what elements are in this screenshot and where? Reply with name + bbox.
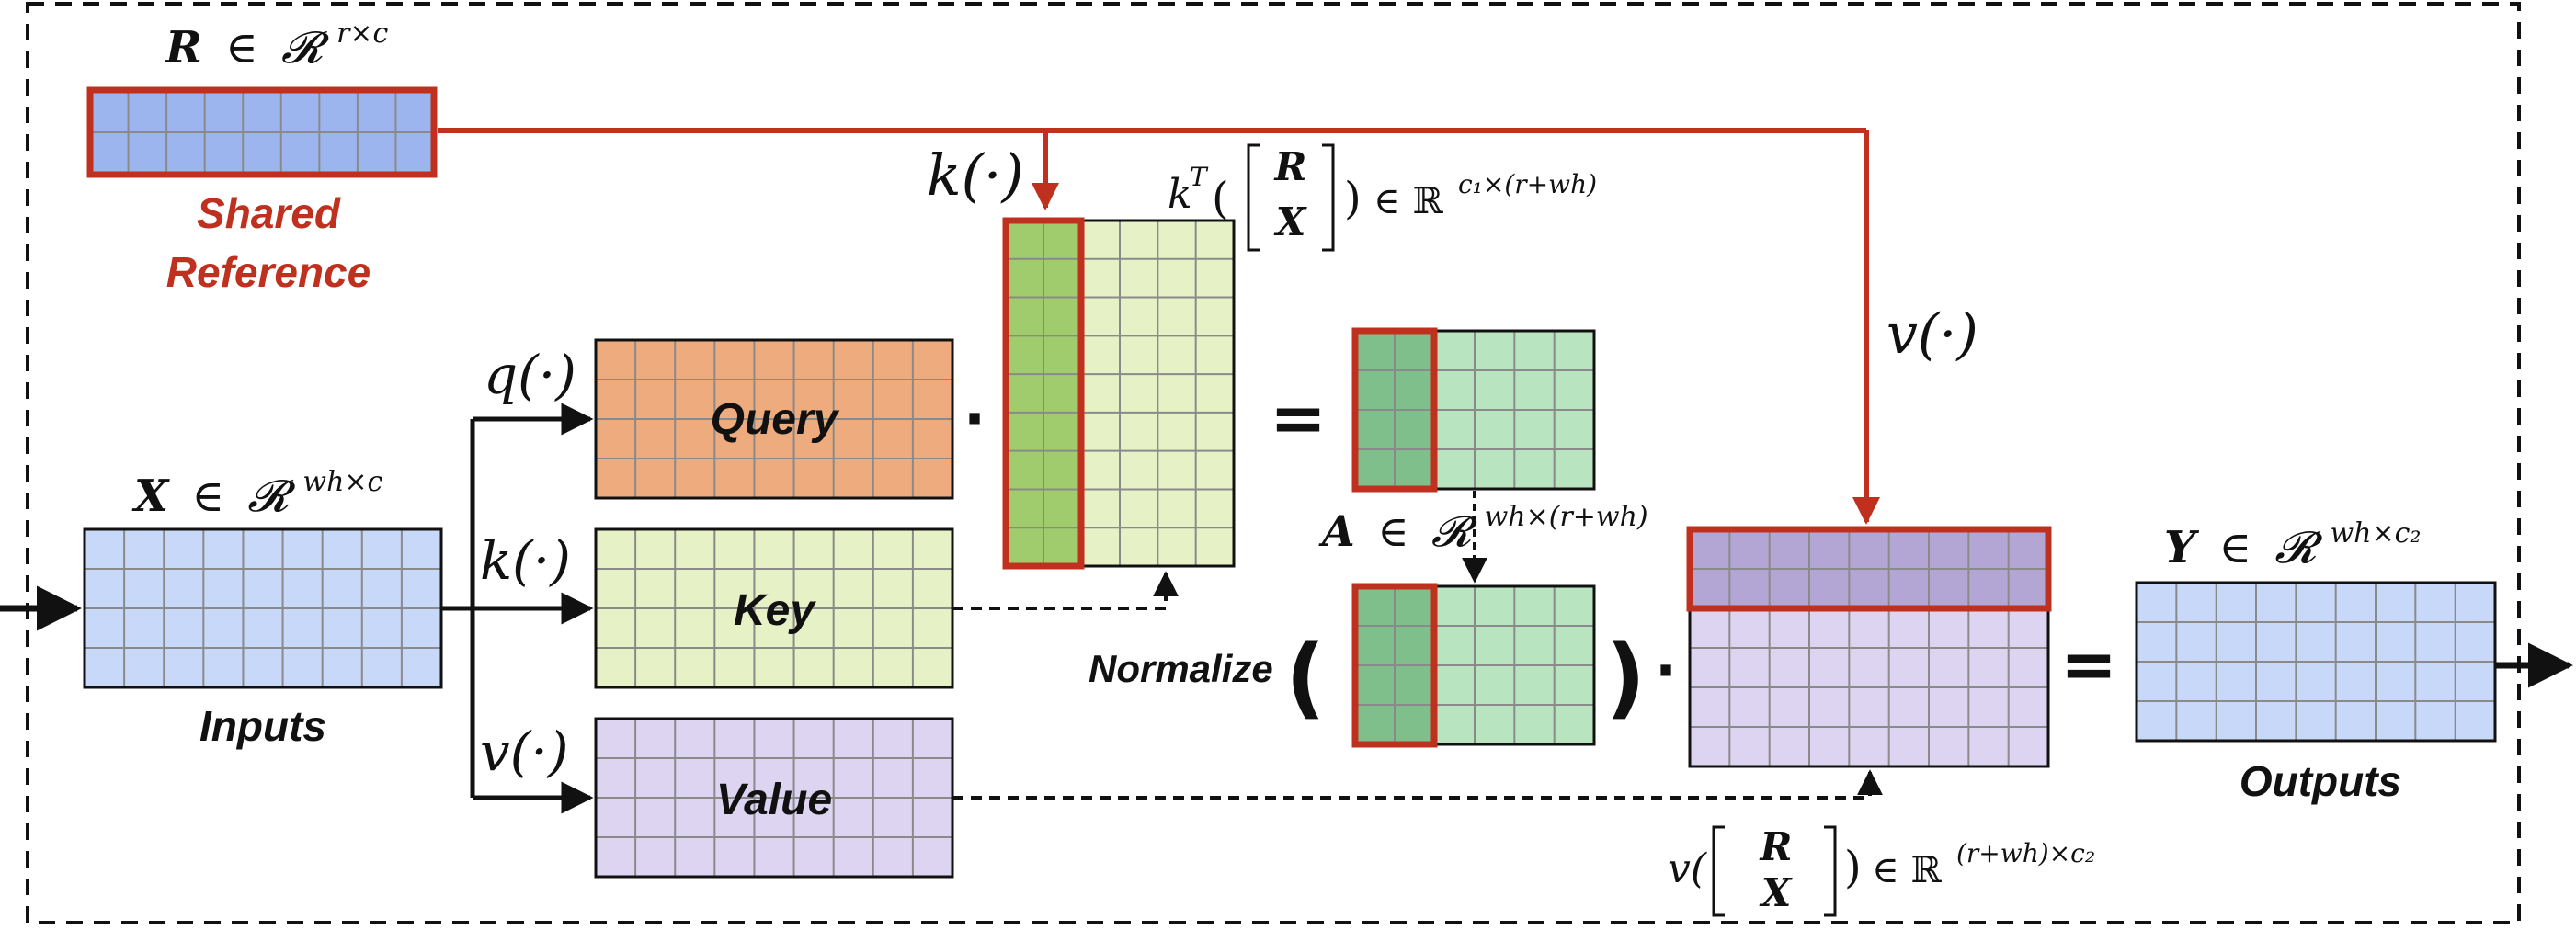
v-function-label: v(·) (480, 720, 568, 783)
svg-text:k: k (1168, 171, 1192, 218)
key-transpose-formula: k T ( R X ) ∈ ℝ c₁×(r+wh) (1168, 143, 1597, 252)
value-label: Value (716, 776, 832, 824)
attention-reference-highlight (1351, 327, 1438, 493)
svg-text:c₁×(r+wh): c₁×(r+wh) (1458, 169, 1597, 199)
svg-text:(: ( (1212, 173, 1229, 224)
svg-text:R: R (1274, 144, 1307, 189)
value-bracket-formula: v( R X ) ∈ ℝ (r+wh)×c₂ (1668, 824, 2095, 917)
q-function-label: q(·) (484, 344, 576, 406)
matrix-border (594, 338, 954, 500)
key-matrix (594, 527, 954, 689)
normalize-open-paren: ( (1285, 626, 1326, 729)
svg-text:T: T (1190, 162, 1209, 192)
output-formula: Y ∈ 𝓡 wh×c₂ (2164, 517, 2421, 573)
svg-text:R: R (1760, 824, 1793, 869)
normalize-close-paren: ) (1605, 626, 1646, 729)
normalize-label: Normalize (1089, 647, 1273, 690)
shared-reference-label-line2: Reference (166, 248, 370, 296)
key-label: Key (734, 586, 816, 635)
shared-reference-highlight (86, 86, 438, 178)
attention-reference-columns (1353, 329, 1436, 491)
outputs-label: Outputs (2240, 757, 2401, 805)
v-right-function-label: v(·) (1886, 302, 1978, 367)
svg-text:X: X (1273, 199, 1307, 244)
shared-reference-matrix (88, 88, 436, 176)
normalized-attention-highlight (1351, 583, 1438, 748)
query-label: Query (711, 395, 840, 444)
shared-reference-formula: R ∈ 𝓡 r×c (164, 17, 389, 74)
weighted-value-reference-highlight (1686, 526, 2052, 612)
inputs-label: Inputs (199, 702, 326, 750)
shared-reference-label-line1: Shared (197, 189, 341, 237)
svg-text:∈ ℝ: ∈ ℝ (1872, 849, 1942, 891)
input-matrix (83, 527, 443, 689)
svg-text:(r+wh)×c₂: (r+wh)×c₂ (1956, 838, 2095, 868)
dot-operator-2: · (1655, 638, 1677, 706)
svg-text:∈ ℝ: ∈ ℝ (1373, 180, 1443, 222)
svg-text:v(: v( (1668, 845, 1707, 892)
svg-text:X: X (1759, 870, 1793, 915)
equals-operator-1: = (1270, 379, 1327, 458)
query-matrix (594, 338, 954, 500)
normalized-attention-reference-columns (1353, 584, 1436, 746)
k-function-label: k(·) (480, 529, 571, 592)
value-to-weighted-dashed-link (952, 769, 1883, 800)
output-matrix (2135, 581, 2497, 743)
value-matrix (594, 717, 954, 879)
key-to-transpose-dashed-link (952, 571, 1179, 610)
svg-text:): ) (1844, 842, 1862, 893)
key-transpose-reference-column (1004, 219, 1083, 568)
key-top-function-label: k(·) (927, 142, 1024, 209)
attention-formula: A ∈ 𝓡 wh×(r+wh) (1318, 501, 1648, 556)
input-formula: X ∈ 𝓡 wh×c (131, 466, 383, 522)
key-transpose-highlight (1002, 217, 1085, 570)
dot-operator-1: · (963, 386, 986, 454)
weighted-value-reference-rows (1688, 527, 2050, 610)
svg-text:): ) (1344, 173, 1362, 224)
equals-operator-2: = (2060, 625, 2117, 704)
outer-dashed-frame (26, 2, 2521, 924)
matrix-border (2135, 581, 2497, 743)
